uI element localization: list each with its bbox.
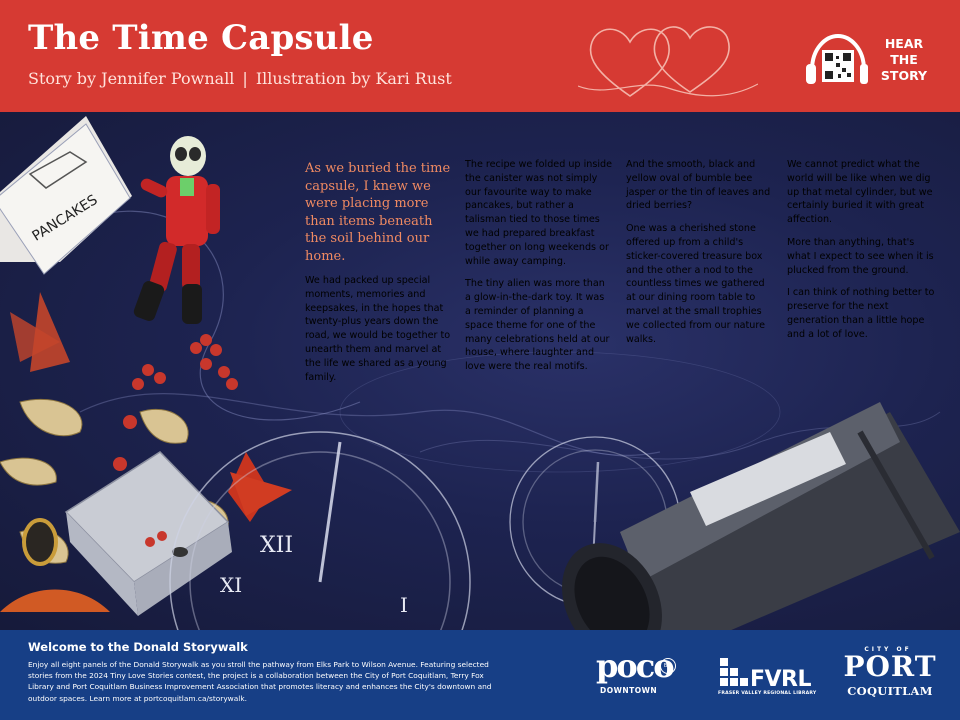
story-paragraph: The tiny alien was more than a glow-in-t… — [465, 278, 610, 373]
story-paragraph: The recipe we folded up inside the canis… — [465, 159, 612, 267]
story-paragraph: We cannot predict what the world will be… — [787, 159, 933, 226]
fvrl-logo: FVRL FRASER VALLEY REGIONAL LIBRARY — [718, 656, 828, 700]
hear-line-2: THE — [890, 52, 918, 67]
credit-separator: | — [242, 69, 248, 88]
alien-toy — [133, 136, 220, 324]
bumble-bee-jasper-stone — [22, 518, 58, 566]
story-paragraph: I can think of nothing better to preserv… — [787, 287, 935, 340]
svg-text:XII: XII — [260, 533, 293, 558]
hearts-icon — [578, 26, 758, 97]
story-lead: As we buried the time capsule, I knew we… — [305, 161, 451, 264]
poco-logo-sub: DOWNTOWN — [600, 686, 658, 695]
svg-text:XI: XI — [220, 573, 242, 597]
illustration-credit: Illustration by Kari Rust — [255, 69, 452, 88]
hear-line-1: HEAR — [884, 36, 924, 51]
hear-the-story-button[interactable]: HEAR THE STORY — [804, 30, 944, 92]
credits: Story by Jennifer Pownall | Illustration b… — [28, 69, 452, 88]
hear-the-story-label: HEAR THE STORY — [872, 36, 936, 84]
city-of-port-coquitlam-logo: CITY OF PORT COQUITLAM — [838, 646, 942, 708]
story-paragraph: And the smooth, black and yellow oval of… — [626, 159, 771, 212]
page-title: The Time Capsule — [28, 18, 374, 58]
story-column-3: And the smooth, black and yellow oval of… — [626, 158, 774, 355]
footer-banner: Welcome to the Donald Storywalk Enjoy al… — [0, 630, 960, 720]
time-capsule-cylinder — [562, 402, 960, 630]
hear-line-3: STORY — [880, 68, 928, 83]
autumn-leaves — [10, 292, 292, 522]
story-credit: Story by Jennifer Pownall — [28, 69, 235, 88]
fvrl-logo-sub: FRASER VALLEY REGIONAL LIBRARY — [718, 691, 817, 696]
fvrl-building-icon — [720, 658, 748, 686]
fvrl-logo-word: FVRL — [750, 667, 812, 692]
story-paragraph: We had packed up special moments, memori… — [305, 275, 451, 383]
footer-description: Enjoy all eight panels of the Donald Sto… — [28, 660, 492, 703]
header-banner: The Time Capsule Story by Jennifer Powna… — [0, 0, 960, 122]
bottom-leaf — [0, 589, 110, 612]
headphones-qr-icon — [806, 33, 868, 84]
story-column-2: The recipe we folded up inside the canis… — [465, 158, 613, 383]
story-paragraph: More than anything, that's what I expect… — [787, 236, 934, 276]
story-column-1: As we buried the time capsule, I knew we… — [305, 160, 455, 393]
illustration-scene: PANCAKES — [0, 112, 960, 630]
coquitlam-logo-word: COQUITLAM — [847, 684, 933, 698]
city-of-label: CITY OF — [864, 646, 912, 653]
leaf-tin — [64, 451, 232, 616]
story-column-4: We cannot predict what the world will be… — [787, 158, 935, 351]
poco-bia-badge: BIA — [660, 658, 676, 674]
scene-illustration: PANCAKES — [0, 116, 960, 630]
footer-title: Welcome to the Donald Storywalk — [28, 640, 248, 654]
pancakes-recipe-card: PANCAKES — [0, 116, 132, 275]
story-paragraph: One was a cherished stone offered up fro… — [626, 223, 766, 345]
poco-downtown-logo: poco BIA DOWNTOWN — [596, 648, 686, 704]
port-logo-word: PORT — [843, 650, 937, 683]
svg-text:I: I — [400, 593, 408, 617]
clock-face-large: XII XI I — [169, 431, 471, 630]
